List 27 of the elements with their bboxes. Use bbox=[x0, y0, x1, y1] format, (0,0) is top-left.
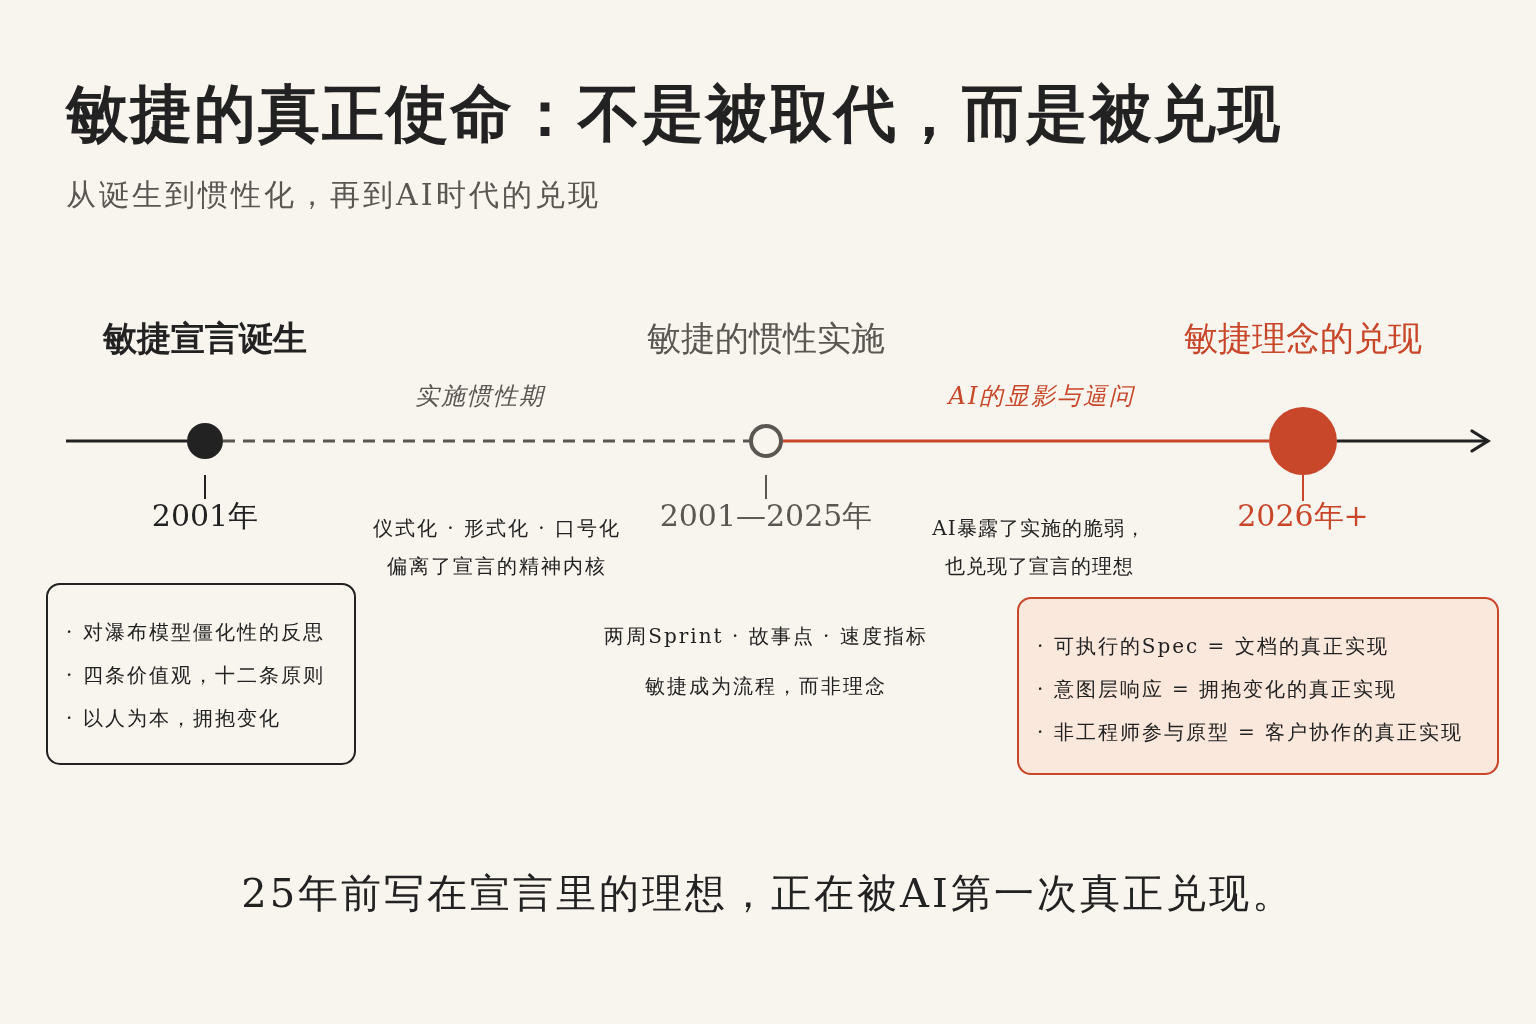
timeline-line bbox=[223, 439, 749, 443]
timeline-arrow bbox=[1337, 429, 1490, 453]
year-label: 2001—2025年 bbox=[659, 497, 873, 535]
note-text: 两周Sprint · 故事点 · 速度指标 bbox=[603, 623, 929, 650]
milestone-ring bbox=[749, 424, 783, 458]
bullet-item: · 非工程师参与原型 = 客户协作的真正实现 bbox=[1037, 719, 1465, 746]
note-text: AI暴露了实施的脆弱，也兑现了宣言的理想 bbox=[931, 515, 1147, 580]
year-label: 2001年 bbox=[151, 497, 259, 535]
title: 敏捷的真正使命：不是被取代，而是被兑现 bbox=[66, 76, 1282, 152]
bullet-card bbox=[1017, 597, 1499, 775]
bullet-item: · 四条价值观，十二条原则 bbox=[66, 662, 326, 689]
bullet-item: · 对瀑布模型僵化性的反思 bbox=[66, 619, 326, 646]
caption: 25年前写在宣言里的理想，正在被AI第一次真正兑现。 bbox=[240, 869, 1296, 918]
bullet-item: · 意图层响应 = 拥抱变化的真正实现 bbox=[1037, 676, 1399, 703]
year-label: 2026年+ bbox=[1237, 497, 1369, 535]
timeline-line bbox=[66, 439, 187, 443]
note-text: 仪式化 · 形式化 · 口号化偏离了宣言的精神内核 bbox=[371, 515, 623, 580]
milestone-heading: 敏捷的惯性实施 bbox=[647, 317, 885, 360]
milestone-heading: 敏捷宣言诞生 bbox=[103, 317, 307, 360]
milestone-heading: 敏捷理念的兑现 bbox=[1184, 317, 1422, 360]
note-text: 敏捷成为流程，而非理念 bbox=[644, 673, 888, 700]
bullet-item: · 以人为本，拥抱变化 bbox=[66, 705, 282, 732]
bullet-card bbox=[46, 583, 356, 765]
timeline-line bbox=[783, 439, 1269, 443]
subtitle: 从诞生到惯性化，再到AI时代的兑现 bbox=[66, 176, 602, 214]
bullet-item: · 可执行的Spec = 文档的真正实现 bbox=[1037, 633, 1390, 660]
milestone-dot bbox=[187, 423, 223, 459]
